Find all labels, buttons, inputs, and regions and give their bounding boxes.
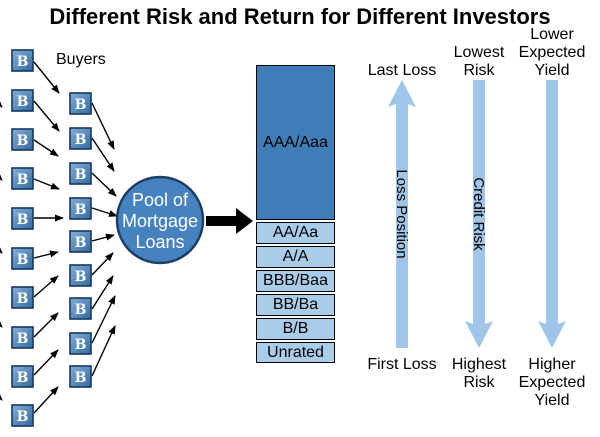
buyer-box [69,230,92,253]
pool-label-line: Mortgage [122,211,198,231]
expected-yield-top-label: Lower Expected Yield [518,25,586,79]
buyer-box [69,365,92,388]
credit-risk-top-label: Lowest Risk [453,43,505,79]
tranche-segment-a-a: A/A [256,246,335,268]
buyer-box-label: B [17,331,29,347]
expected-yield-bottom-label: Higher Expected Yield [518,356,586,410]
tranche-segment-bbb-baa: BBB/Baa [256,270,335,292]
buyer-box-label: B [17,370,29,386]
buyer-arrow [0,318,3,328]
buyer-arrow [0,244,3,254]
buyer-box [69,264,92,287]
loss-position-shaft-label: Loss Position [393,169,410,258]
buyer-arrow [91,137,115,172]
buyer-box-label: B [17,291,29,307]
buyer-arrow [91,275,114,310]
buyer-box-label: B [17,94,29,110]
credit-risk-shaft-label: Credit Risk [470,177,487,251]
buyer-arrow [33,61,60,94]
buyer-box-label: B [17,133,29,149]
buyer-arrow [91,102,115,150]
buyer-box-label: B [17,172,29,188]
buyer-box [69,162,92,185]
buyer-arrow [91,172,117,197]
credit-risk-arrow: Credit Risk [465,80,493,348]
buyer-arrow [33,250,59,259]
buyer-box-label: B [75,167,87,183]
buyers-label: Buyers [56,51,106,68]
loss-position-arrow-shape [388,80,416,348]
buyer-box-label: B [75,302,87,318]
buyer-box-label: B [17,54,29,70]
loss-position-top-label: Last Loss [367,61,437,79]
expected-yield-arrow [538,80,566,348]
buyer-box-label: B [75,97,87,113]
buyer-arrow [91,252,114,276]
tranche-segment-unrated: Unrated [256,342,335,363]
pool-label-line: Pool of [132,190,189,210]
buyer-box [11,404,34,427]
buyer-box-label: B [75,269,87,285]
pool-circle [115,175,205,265]
pool-to-tranches-arrow [206,208,253,234]
credit-risk-arrow-shape [465,80,493,348]
buyer-arrow [91,233,115,242]
buyer-box [69,332,92,355]
buyer-box [11,286,34,309]
buyer-arrow [33,139,59,157]
buyer-arrow [0,98,3,108]
credit-risk-bottom-label: Highest Risk [451,356,507,392]
buyer-box [11,247,34,270]
buyer-arrow [33,275,59,298]
buyer-box [11,49,34,72]
buyer-arrow [91,295,116,344]
buyer-box [69,127,92,150]
buyer-arrow [33,178,60,190]
buyer-box [69,92,92,115]
tranche-segment-aa-aa: AA/Aa [256,222,335,244]
loss-position-arrow: Loss Position [388,80,416,348]
buyer-box [69,297,92,320]
buyer-box-label: B [75,132,87,148]
buyer-box [11,167,34,190]
tranche-segment-bb-ba: BB/Ba [256,294,335,316]
buyer-box-label: B [17,409,29,425]
buyer-box [11,128,34,151]
buyer-box-label: B [75,235,87,251]
buyer-arrow [33,312,59,338]
buyer-box [69,197,92,220]
page-title: Different Risk and Return for Different … [49,4,551,29]
buyer-arrow [0,391,3,401]
pool-label-line: Loans [135,232,184,252]
buyer-box [11,326,34,349]
buyer-box-label: B [17,212,29,228]
buyer-box-label: B [75,337,87,353]
buyer-arrow [33,349,59,376]
buyer-box-label: B [75,370,87,386]
buyer-box [11,365,34,388]
buyer-box-label: B [17,252,29,268]
tranche-segment-aaa-aaa: AAA/Aaa [256,65,335,220]
buyer-arrow [91,325,116,377]
expected-yield-arrow-shape [538,80,566,348]
buyer-box [11,207,34,230]
buyer-arrow [0,171,3,181]
buyer-arrow [33,100,60,132]
buyer-arrow [91,207,118,217]
buyer-box-label: B [75,202,87,218]
loss-position-bottom-label: First Loss [367,356,437,373]
tranche-segment-b-b: B/B [256,318,335,340]
buyer-box [11,89,34,112]
buyer-arrow [33,386,59,414]
